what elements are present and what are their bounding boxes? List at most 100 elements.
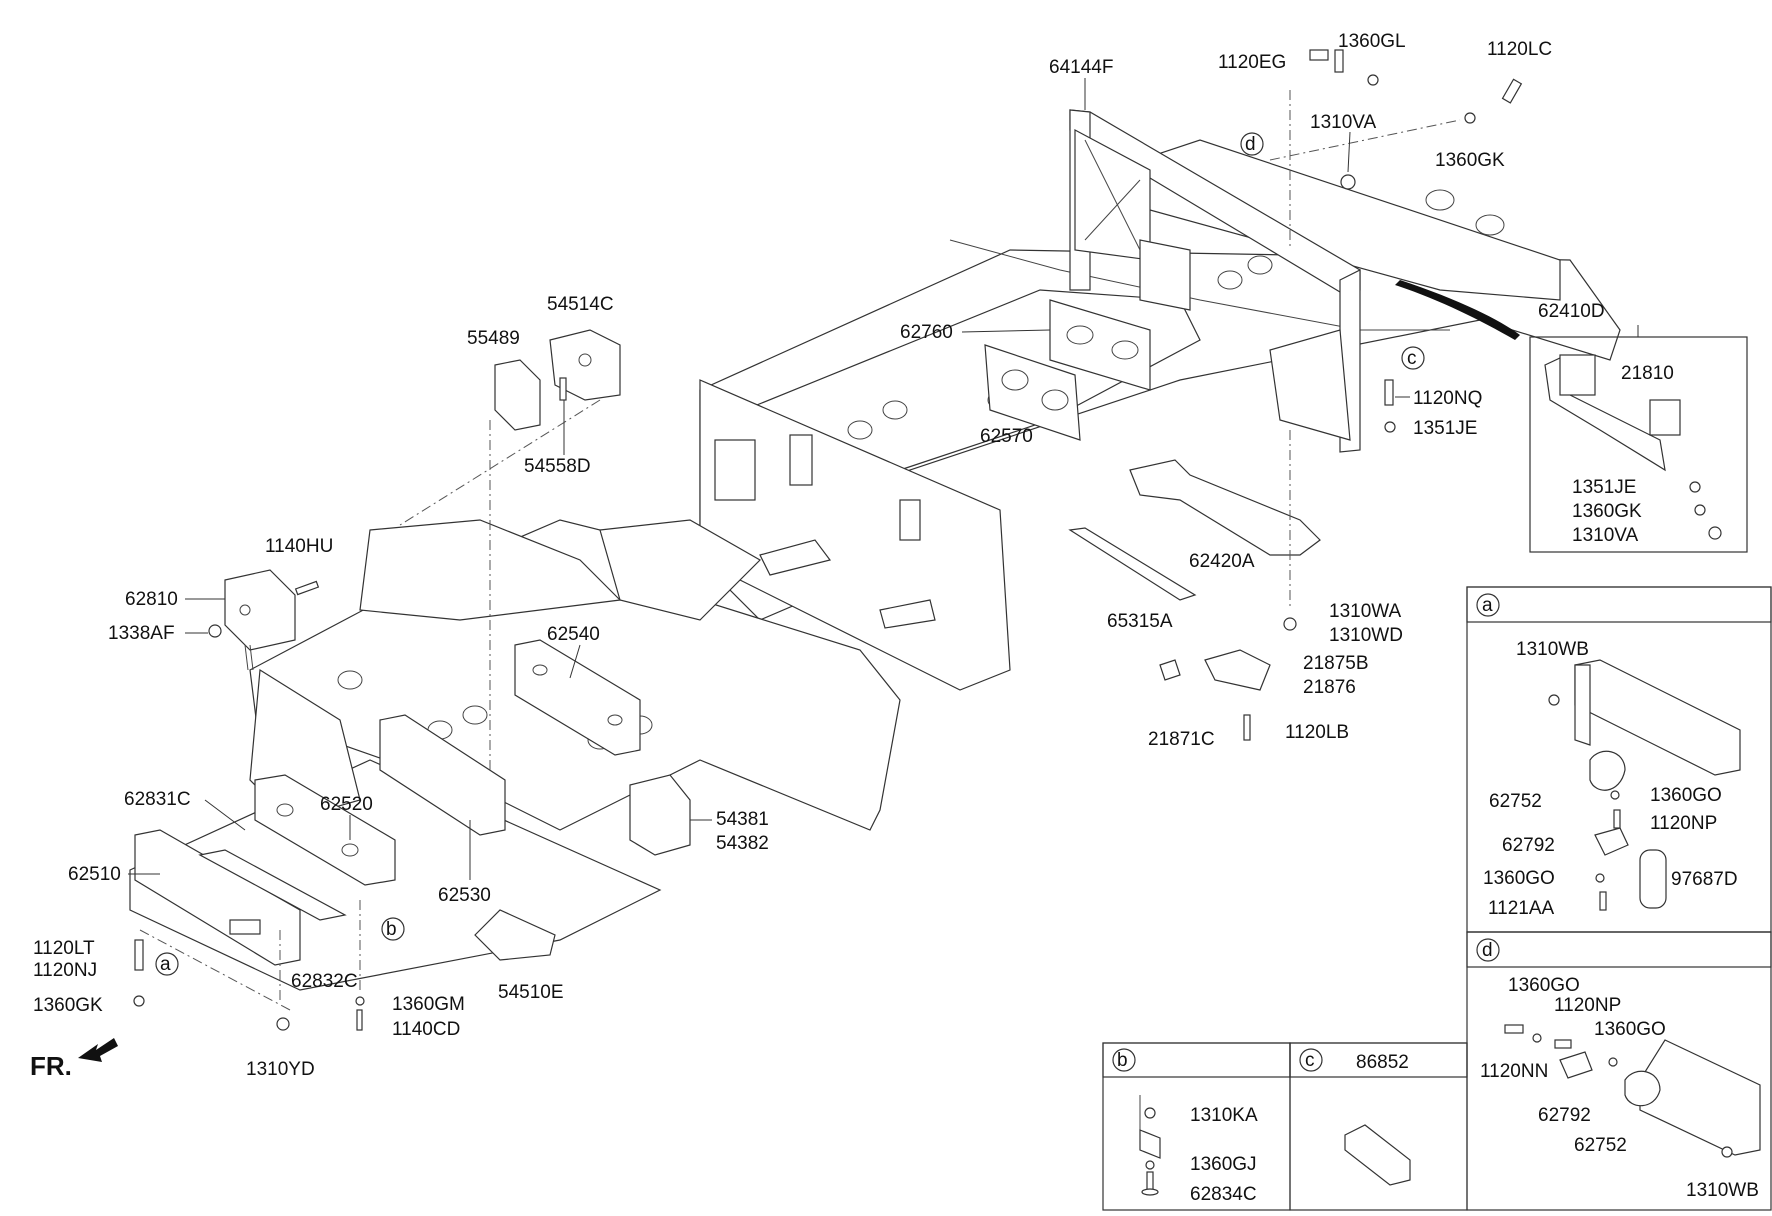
detail-box-62410D — [1395, 280, 1748, 553]
label-62410D: 62410D — [1538, 301, 1605, 322]
detail-box-c: c 86852 — [1289, 1042, 1468, 1211]
label-65315A: 65315A — [1107, 611, 1173, 632]
label-b-1310KA: 1310KA — [1190, 1105, 1258, 1126]
label-62810: 62810 — [125, 589, 178, 610]
label-54514C: 54514C — [547, 294, 614, 315]
plate-54510E — [474, 909, 556, 961]
assembly-lines — [139, 90, 1461, 1011]
callout-c-main: c — [1407, 348, 1417, 369]
callout-d-main: d — [1245, 134, 1256, 155]
callout-b-main: b — [386, 919, 397, 940]
callout-markers: a b c d — [155, 132, 1425, 976]
crossmember-62760 — [1049, 299, 1151, 391]
label-1120NJ: 1120NJ — [33, 960, 97, 981]
label-1360GM: 1360GM — [392, 994, 465, 1015]
label-a-1360GO-2: 1360GO — [1483, 868, 1555, 889]
callout-a-main: a — [160, 954, 171, 975]
label-21876: 21876 — [1303, 677, 1356, 698]
label-d-1120NP: 1120NP — [1554, 995, 1621, 1016]
label-62520: 62520 — [320, 794, 373, 815]
label-d-62792: 62792 — [1538, 1105, 1591, 1126]
label-1351JE-box: 1351JE — [1572, 477, 1636, 498]
label-d-1360GO-2: 1360GO — [1594, 1019, 1666, 1040]
crossmember-62530 — [379, 714, 506, 836]
label-1120NQ: 1120NQ — [1413, 388, 1482, 409]
callout-a-box: a — [1482, 595, 1493, 616]
label-54381: 54381 — [716, 809, 769, 830]
label-1310VA: 1310VA — [1310, 112, 1377, 133]
label-d-1120NN: 1120NN — [1480, 1061, 1548, 1082]
label-b-62834C: 62834C — [1190, 1184, 1257, 1205]
label-1360GK-top: 1360GK — [1435, 150, 1505, 171]
label-62420A: 62420A — [1189, 551, 1255, 572]
label-c-86852: 86852 — [1356, 1052, 1409, 1073]
crossmember-62570 — [984, 344, 1081, 441]
rear-frame-64144F — [1069, 109, 1361, 453]
rear-side-panel — [699, 379, 1011, 691]
fastener-group — [133, 49, 1523, 1031]
callout-b-box: b — [1117, 1050, 1128, 1071]
callout-c-box: c — [1305, 1050, 1315, 1071]
label-1120LC: 1120LC — [1487, 39, 1552, 60]
label-64144F: 64144F — [1049, 57, 1113, 78]
label-1360GK: 1360GK — [33, 995, 103, 1016]
label-1310WA: 1310WA — [1329, 601, 1401, 622]
label-62831C: 62831C — [124, 789, 191, 810]
label-1120LT: 1120LT — [33, 938, 95, 959]
label-1310YD: 1310YD — [246, 1059, 315, 1080]
label-1310WD: 1310WD — [1329, 625, 1403, 646]
bracket-62810 — [224, 569, 296, 671]
label-62760: 62760 — [900, 322, 953, 343]
detail-box-d: d 1360GO 1120NP 1360GO 1120NN 62792 6275… — [1466, 931, 1772, 1211]
mount-54381 — [629, 774, 691, 856]
label-a-97687D: 97687D — [1671, 869, 1738, 890]
crossmember-62540 — [514, 639, 641, 756]
label-a-1360GO-1: 1360GO — [1650, 785, 1722, 806]
label-1351JE: 1351JE — [1413, 418, 1477, 439]
label-d-1310WB: 1310WB — [1686, 1180, 1759, 1201]
label-d-1360GO-1: 1360GO — [1508, 975, 1580, 996]
label-62832C: 62832C — [291, 971, 358, 992]
label-62570: 62570 — [980, 426, 1033, 447]
label-1360GL: 1360GL — [1338, 31, 1406, 52]
part-labels: 64144F 1120EG 1360GL 1120LC 1310VA 1360G… — [30, 31, 1674, 1081]
label-55489: 55489 — [467, 328, 520, 349]
label-62540: 62540 — [547, 624, 600, 645]
label-1310VA-box: 1310VA — [1572, 525, 1639, 546]
callout-d-box: d — [1482, 940, 1493, 961]
label-1140HU: 1140HU — [265, 536, 333, 557]
bracket-54514C — [549, 329, 621, 401]
label-62510: 62510 — [68, 864, 121, 885]
label-a-62752: 62752 — [1489, 791, 1542, 812]
label-54510E: 54510E — [498, 982, 564, 1003]
crossmember-62510 — [134, 829, 347, 966]
label-a-1310WB: 1310WB — [1516, 639, 1589, 660]
bracket-21875B — [1159, 649, 1271, 691]
label-21871C: 21871C — [1148, 729, 1215, 750]
label-a-1121AA: 1121AA — [1488, 898, 1555, 919]
label-1360GK-box: 1360GK — [1572, 501, 1642, 522]
label-a-1120NP: 1120NP — [1650, 813, 1717, 834]
label-a-62792: 62792 — [1502, 835, 1555, 856]
label-21810: 21810 — [1621, 363, 1674, 384]
label-54558D: 54558D — [524, 456, 591, 477]
label-1120EG: 1120EG — [1218, 52, 1286, 73]
detail-box-a: a 1310WB 62752 1360GO 1120NP 62792 1360G… — [1466, 586, 1772, 933]
front-direction-arrow — [78, 1038, 118, 1062]
label-1338AF: 1338AF — [108, 623, 175, 644]
label-b-1360GJ: 1360GJ — [1190, 1154, 1257, 1175]
crossmember-62520 — [254, 774, 396, 886]
detail-box-b: b 1310KA 1360GJ 62834C — [1102, 1042, 1291, 1211]
label-fr: FR. — [30, 1051, 72, 1081]
label-54382: 54382 — [716, 833, 769, 854]
label-21875B: 21875B — [1303, 653, 1369, 674]
label-62530: 62530 — [438, 885, 491, 906]
bar-65315A — [1068, 527, 1197, 601]
bracket-55489 — [494, 359, 541, 431]
bracket-62420A — [1129, 459, 1321, 556]
label-1140CD: 1140CD — [392, 1019, 460, 1040]
label-d-62752: 62752 — [1574, 1135, 1627, 1156]
label-1120LB: 1120LB — [1285, 722, 1349, 743]
